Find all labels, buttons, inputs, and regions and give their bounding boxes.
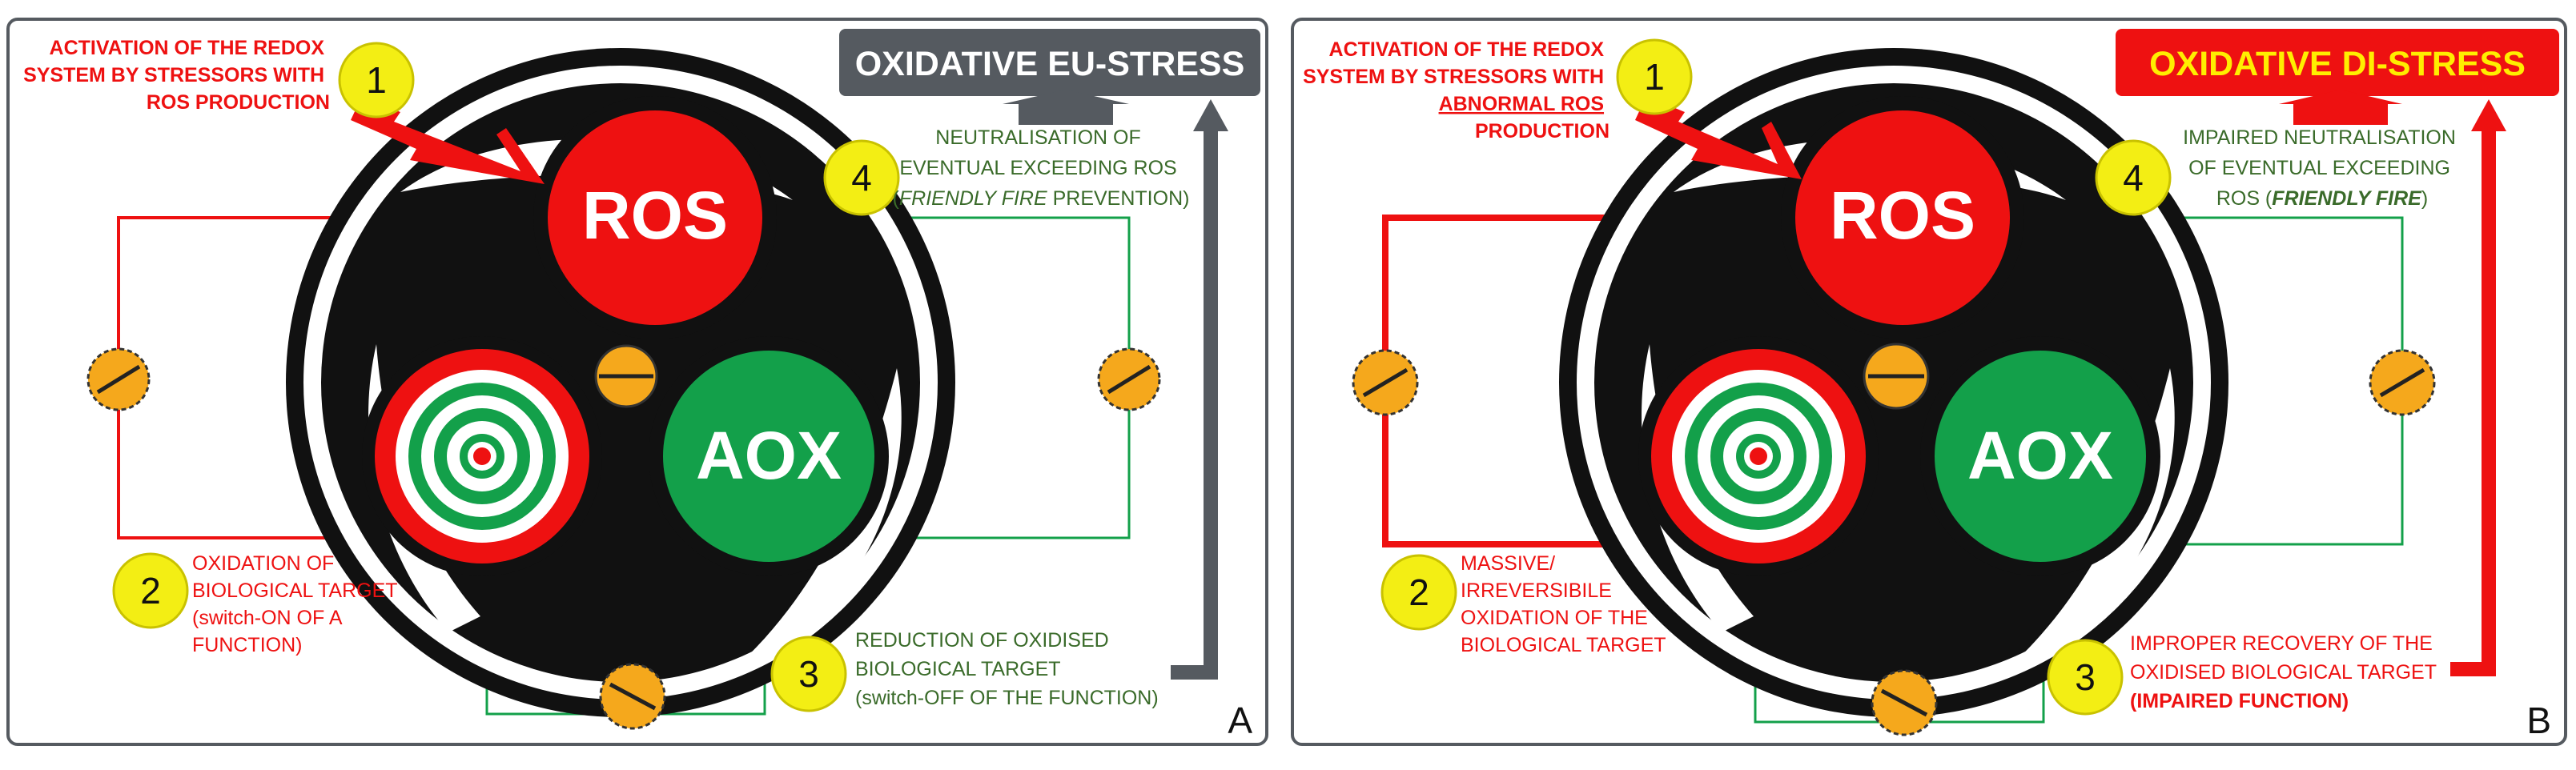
step-4-annotation: NEUTRALISATION OF EVENTUAL EXCEEDING ROS… <box>893 126 1190 210</box>
svg-text:4: 4 <box>851 157 872 199</box>
step-4-annotation: IMPAIRED NEUTRALISATION OF EVENTUAL EXCE… <box>2183 126 2461 210</box>
valve-icon <box>1097 347 1161 411</box>
svg-text:3: 3 <box>798 653 819 695</box>
panel-title: OXIDATIVE DI-STRESS <box>2149 45 2526 83</box>
step-1-annotation: ACTIVATION OF THE REDOX SYSTEM BY STRESS… <box>1303 38 1609 142</box>
biological-target-icon <box>375 349 589 563</box>
panel-letter: A <box>1228 700 1252 741</box>
ros-node <box>548 110 762 325</box>
ros-node <box>1795 110 2010 325</box>
step-3-annotation: IMPROPER RECOVERY OF THE OXIDISED BIOLOG… <box>2130 632 2441 712</box>
aox-node <box>1935 351 2146 562</box>
step-2-annotation: OXIDATION OF BIOLOGICAL TARGET (switch-O… <box>192 552 403 656</box>
step-badge-2: 2 <box>1380 554 1457 631</box>
valve-icon <box>594 344 658 408</box>
biological-target-icon <box>1651 349 1866 563</box>
svg-text:1: 1 <box>366 59 387 101</box>
step-badge-3: 3 <box>770 636 847 712</box>
redox-wheel-symbol <box>1559 48 2228 717</box>
valve-icon <box>2369 349 2436 416</box>
panel-b: ROS AOX OXIDATIVE DI-STRESS 1 <box>1291 18 2567 746</box>
panel-title: OXIDATIVE EU-STRESS <box>855 45 1245 83</box>
feedback-arrow <box>2450 128 2496 676</box>
valve-icon <box>1871 669 1938 736</box>
step-3-annotation: REDUCTION OF OXIDISED BIOLOGICAL TARGET … <box>855 629 1159 709</box>
valve-icon <box>1352 349 1419 416</box>
ros-label: ROS <box>1830 178 1975 253</box>
aox-node <box>663 351 874 562</box>
panel-a: ROS AOX OXIDATIVE EU-STRESS <box>6 18 1268 746</box>
svg-text:4: 4 <box>2123 157 2144 199</box>
valve-icon <box>86 347 151 411</box>
stressor-bolt-icon <box>1635 96 1802 179</box>
feedback-arrow <box>1171 128 1218 680</box>
step-1-annotation: ACTIVATION OF THE REDOX SYSTEM BY STRESS… <box>23 37 330 114</box>
step-badge-3: 3 <box>2047 639 2124 716</box>
svg-text:2: 2 <box>1409 571 1429 613</box>
step-badge-4: 4 <box>2095 139 2172 216</box>
svg-text:2: 2 <box>140 570 161 612</box>
stressor-bolt-icon <box>351 96 545 184</box>
step-badge-1: 1 <box>338 42 415 118</box>
step-badge-4: 4 <box>823 139 900 216</box>
svg-text:1: 1 <box>1644 56 1665 98</box>
aox-label: AOX <box>696 418 842 493</box>
step-badge-2: 2 <box>112 552 189 629</box>
title-box <box>839 29 1260 96</box>
svg-text:3: 3 <box>2075 656 2096 698</box>
step-badge-1: 1 <box>1616 38 1693 115</box>
valve-icon <box>599 663 666 730</box>
panel-letter: B <box>2526 700 2551 741</box>
ros-label: ROS <box>582 178 728 253</box>
title-box <box>2116 29 2559 96</box>
step-2-annotation: MASSIVE/ IRREVERSIBILE OXIDATION OF THE … <box>1461 552 1666 656</box>
aox-label: AOX <box>1967 418 2113 493</box>
valve-icon <box>1863 343 1930 410</box>
